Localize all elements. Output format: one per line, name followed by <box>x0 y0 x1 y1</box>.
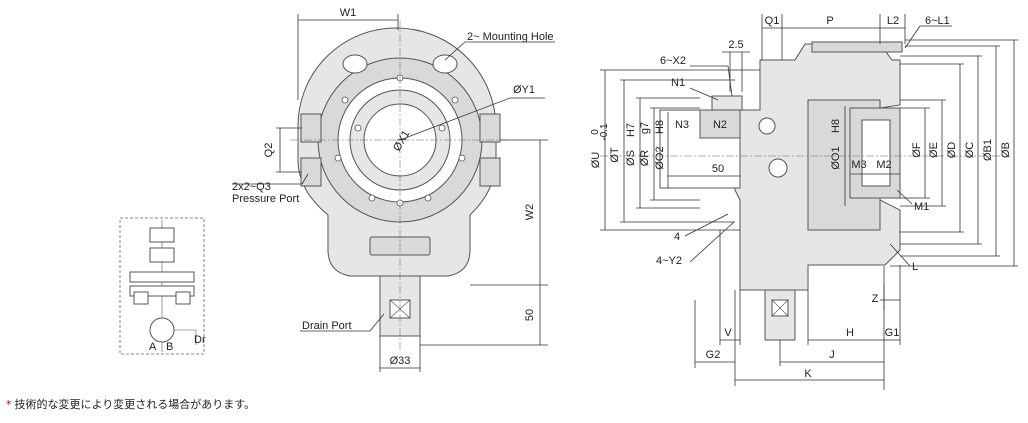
o2-label: ØO2 <box>654 146 666 169</box>
w2-label: W2 <box>524 204 536 221</box>
g7-label: g7 <box>639 122 651 134</box>
e-label: ØE <box>928 142 940 158</box>
u-label: ØU <box>590 152 602 169</box>
footnote-star: * <box>6 398 12 411</box>
d-label: ØD <box>946 142 958 159</box>
dia33-label: Ø33 <box>390 355 411 367</box>
l-label: L <box>912 261 918 273</box>
dim-4-label: 4 <box>674 231 680 243</box>
y1-label: ØY1 <box>513 84 535 96</box>
w1-label: W1 <box>340 7 357 19</box>
l1-label: 6~L1 <box>925 15 950 27</box>
port-dr-label: Dr <box>194 334 206 346</box>
t-label: ØT <box>609 147 621 163</box>
hydraulic-schematic: A B Dr <box>119 217 206 355</box>
footnote: *技術的な変更により変更される場合があります。 <box>6 396 255 412</box>
m3-label: M3 <box>851 159 866 171</box>
port-b-label: B <box>166 341 173 353</box>
n2-label: N2 <box>713 119 727 131</box>
l2-label: L2 <box>887 15 899 27</box>
b1-label: ØB1 <box>982 139 994 161</box>
front-view: W1 2~ Mounting Hole ØY1 ØX1 Q2 2x2~Q3 Pr… <box>232 7 555 372</box>
g2-label: G2 <box>706 349 721 361</box>
p-label: P <box>826 15 833 27</box>
k-label: K <box>804 368 812 380</box>
y2-label: 4~Y2 <box>656 255 682 267</box>
g1-label: G1 <box>885 327 900 339</box>
s-label: ØS <box>625 150 637 166</box>
dim-50-label: 50 <box>524 309 536 321</box>
dim-50-side-label: 50 <box>712 163 724 175</box>
h8-left-label: H8 <box>654 120 666 134</box>
m1-label: M1 <box>914 201 929 213</box>
h7-label: H7 <box>625 123 637 137</box>
x2-label: 6~X2 <box>660 55 686 67</box>
h-label: H <box>846 327 854 339</box>
pressure-port-label: Pressure Port <box>232 193 299 205</box>
u-tol-bot: -0.1 <box>599 123 610 141</box>
m2-label: M2 <box>876 159 891 171</box>
r-label: ØR <box>639 150 651 167</box>
u-tol-top: 0 <box>590 129 601 135</box>
c-label: ØC <box>964 142 976 159</box>
n1-label: N1 <box>671 77 685 89</box>
mounting-hole-label: 2~ Mounting Hole <box>467 31 554 43</box>
footnote-text: 技術的な変更により変更される場合があります。 <box>14 398 256 411</box>
j-label: J <box>829 349 835 361</box>
b-label: ØB <box>1000 142 1012 158</box>
q2-label: Q2 <box>263 143 275 158</box>
side-view: Q1 P L2 6~L1 2.5 6~X2 N1 N2 N3 ØU 0 -0.1… <box>590 14 1018 390</box>
f-label: ØF <box>911 142 923 158</box>
q1-label: Q1 <box>765 15 780 27</box>
h8-right-label: H8 <box>830 119 842 133</box>
drain-port-label: Drain Port <box>302 320 352 332</box>
dim-2-5-label: 2.5 <box>728 39 743 51</box>
v-label: V <box>724 327 732 339</box>
n3-label: N3 <box>675 119 689 131</box>
o1-label: ØO1 <box>830 146 842 169</box>
port-a-label: A <box>149 341 157 353</box>
z-label: Z <box>872 293 879 305</box>
pressure-port-qty: 2x2~Q3 <box>232 181 271 193</box>
